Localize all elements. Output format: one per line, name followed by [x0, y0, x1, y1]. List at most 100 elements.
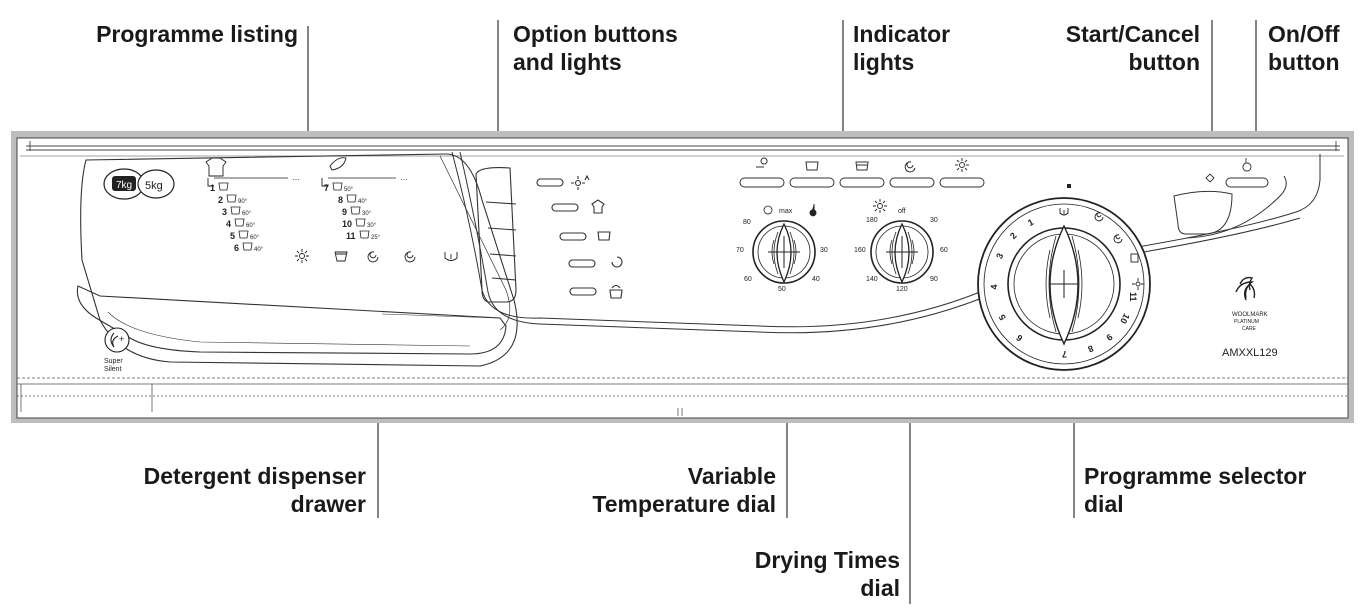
svg-text:30: 30 — [930, 217, 938, 224]
start-cancel-button[interactable] — [1173, 190, 1233, 235]
svg-text:50: 50 — [778, 286, 786, 293]
panel-bottom-strip — [17, 377, 1348, 416]
door-lock-key-icon — [756, 157, 768, 168]
indicator-light-dry — [939, 177, 985, 188]
svg-text:180: 180 — [866, 217, 878, 224]
svg-text:30: 30 — [820, 247, 828, 254]
callout-indicator-lights: Indicator lights — [853, 21, 951, 75]
callout-programme-listing: Programme listing — [96, 21, 298, 47]
pre-wash-icon — [597, 231, 611, 241]
variable-temperature-dial[interactable]: max 80 70 60 50 40 30 — [736, 204, 828, 293]
programme-entry: 1 — [210, 182, 229, 193]
thermometer-icon — [809, 204, 817, 217]
svg-text:CARE: CARE — [1242, 326, 1257, 332]
svg-text:80: 80 — [743, 219, 751, 226]
panel-top-strip — [20, 141, 1344, 157]
programme-temperature: 60° — [246, 223, 256, 229]
spin-dial-icon — [1094, 212, 1104, 222]
drain-dial-icon — [1059, 208, 1069, 216]
option-light-2 — [551, 203, 579, 212]
quick-wash-icon — [611, 256, 623, 268]
programme-number: 4 — [226, 219, 231, 229]
on-off-button[interactable] — [1225, 177, 1269, 188]
fabric-care-icon — [230, 206, 241, 215]
programme-number: 3 — [222, 207, 227, 217]
callout-programme-selector: Programme selector dial — [1084, 463, 1307, 517]
drying-sun-dial-icon — [873, 199, 887, 213]
synthetic-leaf-icon — [329, 157, 347, 171]
fabric-care-icon — [359, 230, 370, 239]
svg-text:40: 40 — [812, 276, 820, 283]
selector-number: 9 — [1104, 332, 1114, 343]
dry-sun-icon — [955, 158, 969, 172]
drain-icon — [444, 252, 458, 261]
callout-on-off: On/Off button — [1268, 21, 1340, 75]
callout-variable-temp: Variable Temperature dial — [592, 463, 776, 517]
cotton-shirt-icon — [205, 157, 227, 177]
fabric-care-icon — [234, 218, 245, 227]
temperature-icon — [763, 205, 773, 215]
svg-text:60: 60 — [744, 276, 752, 283]
selector-number: 11 — [1128, 292, 1138, 302]
svg-text:…: … — [292, 173, 300, 182]
svg-text:WOOLMARK: WOOLMARK — [1232, 312, 1268, 318]
detergent-drawer[interactable] — [76, 153, 518, 367]
selector-number: 8 — [1086, 343, 1094, 354]
wash-icon — [805, 161, 819, 171]
spin-spiral-icon — [404, 251, 416, 263]
callout-option-buttons: Option buttons and lights — [513, 21, 678, 75]
callout-detergent-drawer: Detergent dispenser drawer — [143, 463, 366, 517]
programme-number: 1 — [210, 183, 215, 193]
softener-dial-icon — [1130, 253, 1139, 263]
programme-entry: 4 60° — [226, 218, 256, 229]
programme-temperature: 40° — [358, 199, 368, 205]
svg-text:Super: Super — [104, 358, 123, 365]
programme-temperature: 50° — [344, 187, 354, 193]
rinse-icon — [855, 161, 869, 171]
svg-text:off: off — [898, 208, 906, 215]
option-light-1 — [536, 178, 564, 187]
selector-number: 4 — [989, 284, 999, 289]
fabric-care-icon — [346, 194, 357, 203]
callout-drying-times: Drying Times dial — [754, 547, 900, 601]
drying-sun-icon — [295, 249, 309, 263]
indicator-light-rinse — [839, 177, 885, 188]
selector-number: 3 — [994, 252, 1005, 261]
power-icon — [1242, 158, 1252, 172]
easy-iron-icon — [591, 199, 605, 214]
selector-number: 5 — [997, 313, 1008, 322]
start-diamond-icon — [1205, 173, 1215, 183]
programme-temperature: 30° — [362, 211, 372, 217]
programme-temperature: 25° — [371, 235, 381, 241]
selector-number: 6 — [1014, 332, 1024, 343]
programme-number: 9 — [342, 207, 347, 217]
dry-capacity-badge: 5kg — [145, 180, 163, 192]
fabric-care-icon — [350, 206, 361, 215]
selector-number: 1 — [1026, 217, 1035, 228]
drying-times-dial[interactable]: off 180 160 140 120 90 60 30 — [854, 199, 948, 293]
fabric-care-icon — [242, 242, 253, 251]
svg-text:Silent: Silent — [104, 366, 122, 373]
capacity-badges: 7kg 5kg — [103, 168, 175, 200]
programme-number: 5 — [230, 231, 235, 241]
programme-number: 7 — [324, 183, 329, 193]
svg-text:160: 160 — [854, 247, 866, 254]
callout-start-cancel: Start/Cancel button — [1065, 21, 1200, 75]
programme-number: 6 — [234, 243, 239, 253]
rinse-dial-icon — [1113, 234, 1123, 244]
fabric-care-icon — [355, 218, 366, 227]
svg-text:120: 120 — [896, 286, 908, 293]
svg-text:max: max — [779, 208, 793, 215]
fabric-care-icon — [332, 182, 343, 191]
svg-text:PLATINUM: PLATINUM — [1234, 319, 1259, 325]
fabric-care-icon — [238, 230, 249, 239]
option-button-1[interactable] — [485, 201, 517, 205]
programme-number: 10 — [342, 219, 352, 229]
indicator-light-spin — [889, 177, 935, 188]
